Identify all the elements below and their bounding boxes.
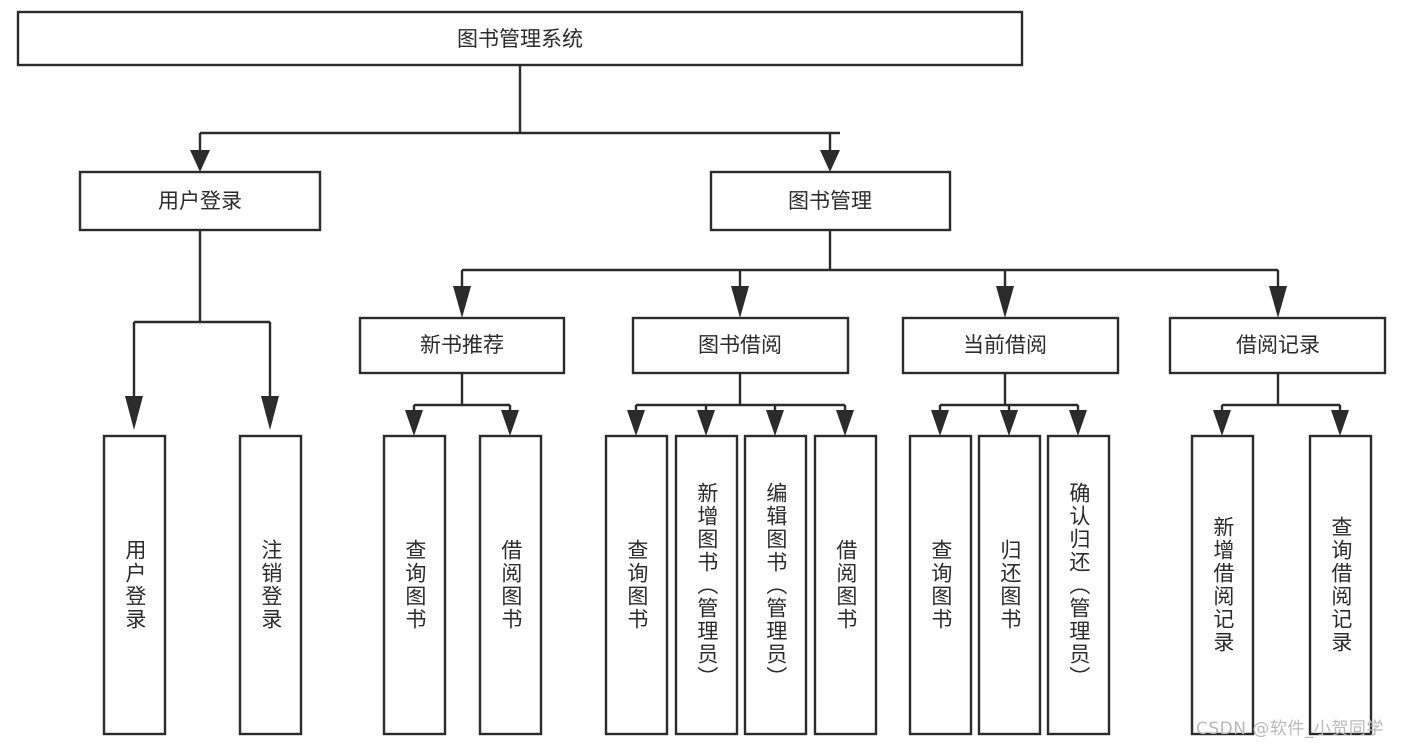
leaf-box-record-query[interactable] (1308, 434, 1373, 736)
node-new-book-recommend-label: 新书推荐 (420, 333, 504, 357)
leaf-box-user-login[interactable] (102, 434, 167, 736)
csdn-watermark: CSDN @软件_小贺同学 (1196, 719, 1384, 739)
node-borrow-record[interactable]: 借阅记录 (1168, 316, 1387, 375)
leaf-box-borrow-add[interactable] (674, 434, 739, 736)
node-book-manage-box[interactable] (709, 170, 952, 232)
connector-bookmanage-to-level3 (453, 230, 1287, 318)
connector-root-to-level2 (190, 65, 840, 172)
node-new-book-recommend[interactable]: 新书推荐 (358, 316, 566, 375)
connector-userlogin-to-leaves (125, 230, 279, 430)
arrow-head-bookborrow-leaf-1 (627, 410, 645, 436)
arrow-head-currentborrow-leaf-3 (1069, 410, 1087, 436)
node-user-login-label: 用户登录 (158, 189, 242, 213)
arrow-head-newbook-leaf-1 (405, 410, 423, 436)
leaf-box-current-return[interactable] (977, 434, 1042, 736)
leaf-box-borrow-edit[interactable] (743, 434, 808, 736)
node-book-manage[interactable]: 图书管理 (709, 170, 952, 232)
leaf-box-newbook-query[interactable] (382, 434, 447, 736)
arrow-head-bookborrow-leaf-2 (697, 410, 715, 436)
arrow-head-bookborrow-leaf-4 (836, 410, 854, 436)
connector-borrowrecord-to-leaves (1213, 373, 1349, 436)
arrow-head-currentborrow-leaf-1 (931, 410, 949, 436)
node-current-borrow[interactable]: 当前借阅 (901, 316, 1120, 375)
leaf-box-record-add[interactable] (1190, 434, 1255, 736)
node-book-manage-label: 图书管理 (788, 189, 872, 213)
node-borrow-record-box[interactable] (1168, 316, 1387, 375)
node-root-label: 图书管理系统 (457, 27, 583, 51)
arrow-head-borrow-record (1269, 286, 1287, 318)
leaf-box-borrow-lend[interactable] (813, 434, 878, 736)
arrow-head-newbook-leaf-2 (501, 410, 519, 436)
connector-bookborrow-to-leaves (627, 373, 854, 436)
node-root[interactable]: 图书管理系统 (16, 10, 1024, 67)
arrow-head-book-manage (820, 150, 840, 172)
leaf-box-logout[interactable] (238, 434, 303, 736)
node-borrow-record-label: 借阅记录 (1236, 333, 1320, 357)
leaf-box-current-query[interactable] (908, 434, 973, 736)
node-book-borrow[interactable]: 图书借阅 (631, 316, 850, 375)
node-new-book-recommend-box[interactable] (358, 316, 566, 375)
arrow-head-leaf-user-login (125, 396, 143, 430)
connector-currentborrow-to-leaves (931, 373, 1087, 436)
arrow-head-borrowrecord-leaf-1 (1213, 410, 1231, 436)
node-current-borrow-label: 当前借阅 (963, 333, 1047, 357)
arrow-head-leaf-logout (261, 396, 279, 430)
arrow-head-bookborrow-leaf-3 (766, 410, 784, 436)
connector-newbook-to-leaves (405, 373, 519, 436)
node-book-borrow-box[interactable] (631, 316, 850, 375)
node-user-login[interactable]: 用户登录 (78, 170, 322, 232)
node-user-login-box[interactable] (78, 170, 322, 232)
node-root-box[interactable] (16, 10, 1024, 67)
leaf-box-newbook-borrow[interactable] (478, 434, 543, 736)
node-current-borrow-box[interactable] (901, 316, 1120, 375)
arrow-head-user-login (190, 150, 210, 172)
leaf-box-current-confirm[interactable] (1046, 434, 1111, 736)
node-book-borrow-label: 图书借阅 (698, 333, 782, 357)
arrow-head-borrowrecord-leaf-2 (1331, 410, 1349, 436)
arrow-head-current-borrow (996, 286, 1014, 318)
leaf-box-borrow-query[interactable] (604, 434, 669, 736)
arrow-head-book-borrow (731, 286, 749, 318)
arrow-head-new-book (453, 286, 471, 318)
arrow-head-currentborrow-leaf-2 (1000, 410, 1018, 436)
